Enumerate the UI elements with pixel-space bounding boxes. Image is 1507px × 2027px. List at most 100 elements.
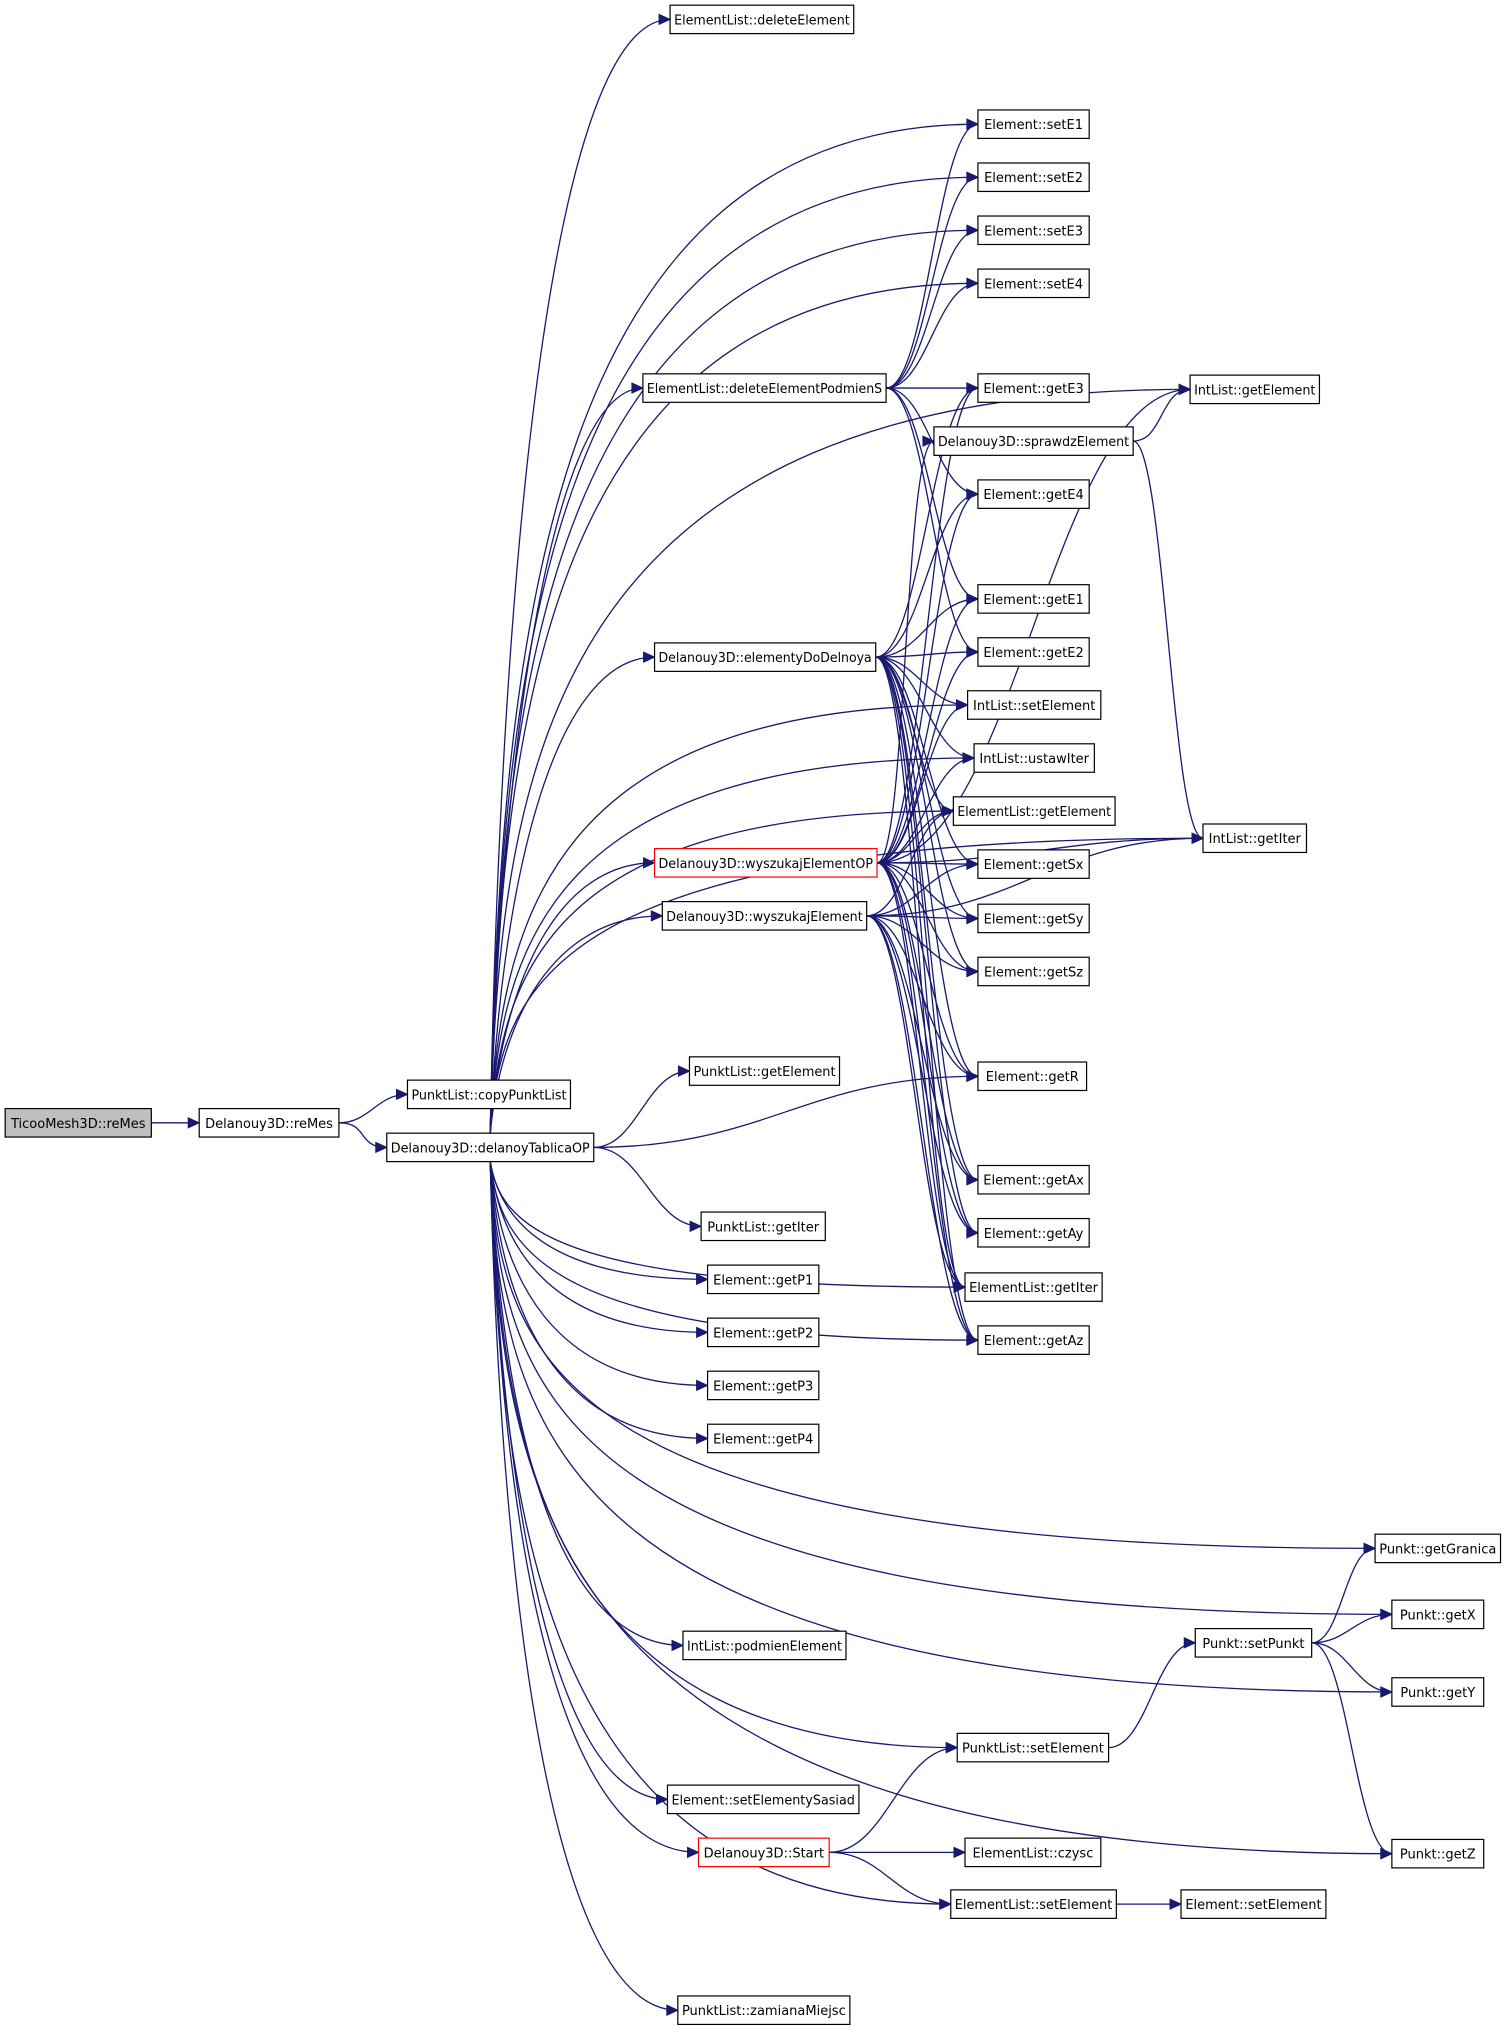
arrowhead-element-gete2	[966, 646, 980, 658]
node-intlist-getiter[interactable]: IntList::getIter	[1202, 823, 1308, 854]
node-element-gete4[interactable]: Element::getE4	[977, 479, 1090, 509]
node-punkt-gety[interactable]: Punkt::getY	[1391, 1677, 1485, 1707]
node-elementlist-deleteelementpodmiens[interactable]: ElementList::deleteElementPodmienS	[642, 373, 887, 403]
node-punktlist-getiter[interactable]: PunktList::getIter	[700, 1211, 826, 1242]
node-element-getr[interactable]: Element::getR	[977, 1061, 1088, 1092]
node-punktlist-zamianamiejsc[interactable]: PunktList::zamianaMiejsc	[677, 1995, 851, 2026]
node-punkt-getz[interactable]: Punkt::getZ	[1391, 1838, 1485, 1869]
node-label: Element::setE4	[984, 277, 1083, 292]
node-element-getp4[interactable]: Element::getP4	[706, 1423, 820, 1454]
edge-delanouy3d-delanoytablicaop-to-intlist-ustawiter	[489, 757, 975, 1134]
edge-delanouy3d-start-to-elementlist-setelement	[829, 1851, 951, 1905]
arrowhead-element-getp2	[696, 1326, 709, 1339]
node-label: Element::getP2	[713, 1326, 813, 1341]
node-box	[706, 1370, 820, 1401]
arrowhead-element-getax	[966, 1173, 980, 1186]
arrowhead-punktlist-copypunktlist	[395, 1088, 409, 1101]
arrowhead-element-getay	[966, 1226, 980, 1239]
node-element-getsy[interactable]: Element::getSy	[977, 903, 1090, 934]
node-delanouy3d-elementydodelnoya[interactable]: Delanouy3D::elementyDoDelnoya	[653, 642, 877, 672]
node-element-getay[interactable]: Element::getAy	[977, 1217, 1090, 1248]
node-punktlist-copypunktlist[interactable]: PunktList::copyPunktList	[406, 1079, 572, 1110]
node-element-getsx[interactable]: Element::getSx	[977, 849, 1090, 879]
node-element-sete2[interactable]: Element::setE2	[977, 162, 1090, 193]
node-delanouy3d-sprawdzelement[interactable]: Delanouy3D::sprawdzElement	[933, 426, 1134, 456]
node-box	[977, 109, 1090, 140]
arrowhead-punkt-getz	[1380, 1847, 1394, 1860]
node-element-sete1[interactable]: Element::setE1	[977, 109, 1090, 140]
node-element-gete3[interactable]: Element::getE3	[977, 373, 1090, 403]
node-element-getaz[interactable]: Element::getAz	[977, 1325, 1090, 1355]
node-delanouy3d-start[interactable]: Delanouy3D::Start	[697, 1837, 830, 1868]
arrowhead-punktlist-getiter	[689, 1220, 703, 1233]
node-intlist-ustawiter[interactable]: IntList::ustawIter	[973, 743, 1095, 773]
edge-delanouy3d-delanoytablicaop-to-punktlist-getelement	[593, 1070, 690, 1149]
node-box	[4, 1107, 152, 1138]
node-element-getp3[interactable]: Element::getP3	[706, 1370, 820, 1401]
node-label: Element::setElementySasiad	[671, 1793, 854, 1808]
edge-delanouy3d-wyszukajelementop-to-elementlist-getiter	[876, 862, 966, 1288]
node-label: Delanouy3D::elementyDoDelnoya	[659, 651, 872, 666]
node-element-setelementysasiad[interactable]: Element::setElementySasiad	[666, 1784, 860, 1815]
node-elementlist-setelement[interactable]: ElementList::setElement	[950, 1889, 1117, 1919]
edge-delanouy3d-delanoytablicaop-to-punkt-getgranica	[489, 1161, 1376, 1550]
node-box	[653, 847, 878, 878]
node-element-sete4[interactable]: Element::setE4	[977, 268, 1090, 299]
arrowhead-punkt-gety	[1380, 1686, 1394, 1698]
arrowhead-intlist-ustawiter	[962, 752, 976, 764]
node-intlist-podmienelement[interactable]: IntList::podmienElement	[682, 1630, 847, 1661]
node-element-getsz[interactable]: Element::getSz	[977, 956, 1090, 987]
node-box	[1180, 1889, 1327, 1919]
arrowhead-element-gete4	[966, 488, 980, 500]
node-box	[1202, 823, 1308, 854]
node-intlist-setelement[interactable]: IntList::setElement	[966, 690, 1102, 720]
node-box	[688, 1056, 841, 1086]
node-punktlist-setelement[interactable]: PunktList::setElement	[956, 1732, 1110, 1763]
arrowhead-element-sete4	[966, 277, 980, 290]
edge-punktlist-setelement-to-punkt-setpunkt	[1108, 1642, 1196, 1749]
node-ticoomesh3d-remes[interactable]: TicooMesh3D::reMes	[4, 1107, 152, 1138]
edge-delanouy3d-elementydodelnoya-to-element-gete2	[875, 651, 978, 658]
node-punkt-getx[interactable]: Punkt::getX	[1391, 1599, 1485, 1630]
node-label: ElementList::deleteElement	[674, 13, 850, 28]
node-delanouy3d-wyszukajelement[interactable]: Delanouy3D::wyszukajElement	[661, 901, 868, 931]
edge-delanouy3d-delanoytablicaop-to-punktlist-zamianamiejsc	[489, 1161, 678, 2011]
node-delanouy3d-delanoytablicaop[interactable]: Delanouy3D::delanoyTablicaOP	[386, 1132, 595, 1163]
edge-delanouy3d-elementydodelnoya-to-element-getr	[875, 656, 979, 1077]
edge-elementlist-deleteelementpodmiens-to-element-sete3	[886, 229, 978, 389]
node-delanouy3d-remes[interactable]: Delanouy3D::reMes	[198, 1107, 340, 1138]
node-element-sete3[interactable]: Element::setE3	[977, 215, 1090, 246]
arrowhead-element-getsx	[966, 858, 980, 870]
node-elementlist-getiter[interactable]: ElementList::getIter	[964, 1272, 1103, 1302]
node-box	[669, 4, 855, 35]
edge-punkt-setpunkt-to-punkt-gety	[1311, 1642, 1392, 1693]
edges-layer	[151, 13, 1394, 2016]
arrowhead-element-getp4	[696, 1432, 709, 1445]
node-elementlist-deleteelement[interactable]: ElementList::deleteElement	[669, 4, 855, 35]
node-punkt-setpunkt[interactable]: Punkt::setPunkt	[1194, 1627, 1313, 1658]
edge-delanouy3d-delanoytablicaop-to-elementlist-setelement	[489, 1161, 951, 1905]
arrowhead-delanouy3d-delanoytablicaop	[375, 1141, 388, 1154]
node-box	[653, 642, 877, 672]
node-elementlist-czysc[interactable]: ElementList::czysc	[964, 1837, 1102, 1868]
node-punktlist-getelement[interactable]: PunktList::getElement	[688, 1056, 841, 1086]
node-punkt-getgranica[interactable]: Punkt::getGranica	[1374, 1533, 1502, 1564]
arrowhead-punkt-getgranica	[1363, 1542, 1377, 1555]
node-label: Element::getSz	[984, 965, 1083, 980]
arrowhead-intlist-setelement	[956, 699, 969, 711]
node-element-getp1[interactable]: Element::getP1	[706, 1264, 820, 1295]
node-box	[1189, 374, 1321, 405]
arrowhead-element-getp3	[696, 1379, 709, 1392]
node-elementlist-getelement[interactable]: ElementList::getElement	[952, 796, 1116, 826]
node-element-gete1[interactable]: Element::getE1	[977, 584, 1090, 614]
node-element-setelement[interactable]: Element::setElement	[1180, 1889, 1327, 1919]
node-element-getax[interactable]: Element::getAx	[977, 1164, 1090, 1195]
node-delanouy3d-wyszukajelementop[interactable]: Delanouy3D::wyszukajElementOP	[653, 847, 878, 878]
edge-delanouy3d-wyszukajelementop-to-intlist-getelement	[877, 388, 1191, 864]
node-element-gete2[interactable]: Element::getE2	[977, 637, 1090, 667]
node-label: Element::getE1	[983, 593, 1083, 608]
node-intlist-getelement[interactable]: IntList::getElement	[1189, 374, 1321, 405]
node-element-getp2[interactable]: Element::getP2	[706, 1317, 820, 1348]
arrowhead-element-getr	[966, 1070, 980, 1083]
edge-delanouy3d-wyszukajelementop-to-element-getr	[877, 862, 978, 1077]
